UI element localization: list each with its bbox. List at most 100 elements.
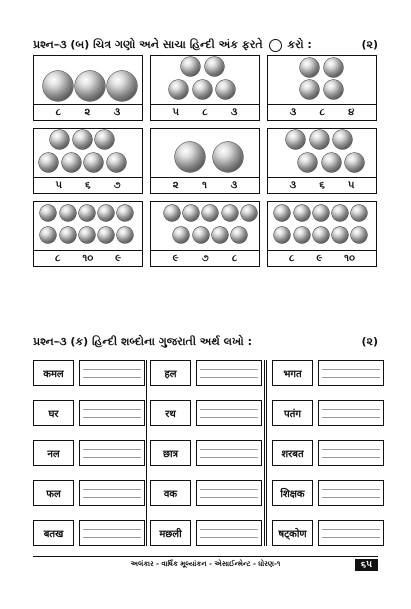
ball-icon [40,205,56,221]
number-option[interactable]: ૭ [201,253,209,264]
answer-box[interactable] [318,400,384,426]
hindi-word: वक [150,480,191,506]
ball-icon [84,153,103,172]
answer-box[interactable] [196,520,262,546]
number-option[interactable]: ૮ [288,253,295,264]
answer-box[interactable] [79,480,145,506]
number-option[interactable]: ૮ [319,107,325,118]
ball-icon [75,71,105,101]
number-options: ૫ ૮ ૩ [151,105,259,120]
ball-icon [202,205,218,221]
counting-card: ૮ ૨ ૩ [33,55,143,121]
number-option[interactable]: ૯ [115,253,122,264]
page-footer: અલંકાર - વાર્ષિક મૂલ્યાંકન - એસાઈન્મેન્ટ… [33,556,378,571]
ball-icon [322,153,341,172]
hindi-word: कमल [33,360,74,386]
ball-icon [213,142,243,172]
vocab-row: हल [150,360,262,386]
ball-icon [62,153,81,172]
answer-box[interactable] [196,480,262,506]
number-option[interactable]: ૬ [85,180,91,191]
vocab-row: वक [150,480,262,506]
column-divider [146,360,147,546]
number-option[interactable]: ૮ [55,107,62,118]
ball-icon [274,227,290,243]
counting-card: ૮ ૯ ૧૦ [267,201,377,267]
ball-picture [151,56,259,105]
vocab-row: पतंग [272,400,384,426]
ball-icon [173,227,189,243]
section-b-header: પ્રશ્ન–૩ (બ) ચિત્ર ગણો અને સાચા હિન્દી અ… [33,38,378,52]
number-option[interactable]: ૫ [55,180,63,191]
number-options: ૨ ૧ ૩ [151,178,259,193]
number-option[interactable]: ૩ [113,107,121,118]
ball-icon [73,130,92,149]
vocab-row: षट्कोण [272,520,384,546]
ball-icon [39,153,58,172]
hindi-word: भगत [272,360,313,386]
number-option[interactable]: ૫ [172,107,180,118]
hindi-word: मछली [150,520,191,546]
number-option[interactable]: ૩ [289,180,297,191]
number-option[interactable]: ૧૦ [344,253,356,264]
answer-box[interactable] [79,520,145,546]
ball-icon [175,142,205,172]
vocab-row: घर [33,400,145,426]
ball-icon [324,80,343,99]
ball-icon [107,71,137,101]
section-k-question: પ્રશ્ન–૩ (ક) હિન્દી શબ્દોના ગુજરાતી અર્થ… [33,335,253,348]
answer-box[interactable] [196,440,262,466]
hindi-word: शिक्षक [272,480,313,506]
answer-box[interactable] [79,360,145,386]
number-option[interactable]: ૮ [54,253,61,264]
hindi-word: बतख [33,520,74,546]
number-option[interactable]: ૪ [348,107,355,118]
number-option[interactable]: ૮ [231,253,238,264]
ball-icon [117,227,133,243]
ball-icon [117,205,133,221]
ball-icon [324,58,343,77]
ball-icon [298,153,317,172]
answer-box[interactable] [318,520,384,546]
ball-icon [205,57,224,76]
vocab-row: भगत [272,360,384,386]
number-options: ૯ ૭ ૮ [151,251,259,266]
number-option[interactable]: ૮ [202,107,208,118]
number-option[interactable]: ૨ [172,180,179,191]
answer-box[interactable] [79,440,145,466]
number-option[interactable]: ૨ [84,107,91,118]
hindi-word: घर [33,400,74,426]
number-option[interactable]: ૩ [230,180,238,191]
ball-icon [79,227,95,243]
answer-box[interactable] [318,480,384,506]
ball-icon [212,227,228,243]
answer-box[interactable] [196,360,262,386]
answer-box[interactable] [318,360,384,386]
section-b-marks: (૨) [361,38,378,51]
number-option[interactable]: ૯ [316,253,323,264]
page-number: ૬૫ [355,559,378,571]
answer-box[interactable] [79,400,145,426]
ball-icon [313,205,329,221]
ball-icon [231,227,247,243]
number-options: ૫ ૬ ૭ [34,178,142,193]
number-option[interactable]: ૫ [347,180,355,191]
ball-icon [60,205,76,221]
ball-icon [294,205,310,221]
ball-icon [286,130,305,149]
number-option[interactable]: ૩ [289,107,297,118]
number-option[interactable]: ૧૦ [82,253,94,264]
number-option[interactable]: ૩ [230,107,238,118]
answer-box[interactable] [196,400,262,426]
number-option[interactable]: ૯ [172,253,179,264]
number-options: ૮ ૨ ૩ [34,105,142,120]
answer-box[interactable] [318,440,384,466]
counting-card: ૮ ૧૦ ૯ [33,201,143,267]
number-option[interactable]: ૭ [113,180,121,191]
ball-icon [333,130,352,149]
section-b-question: પ્રશ્ન–૩ (બ) ચિત્ર ગણો અને સાચા હિન્દી અ… [33,38,312,52]
number-option[interactable]: ૬ [319,180,325,191]
number-options: ૩ ૮ ૪ [268,105,376,120]
number-option[interactable]: ૧ [202,180,208,191]
